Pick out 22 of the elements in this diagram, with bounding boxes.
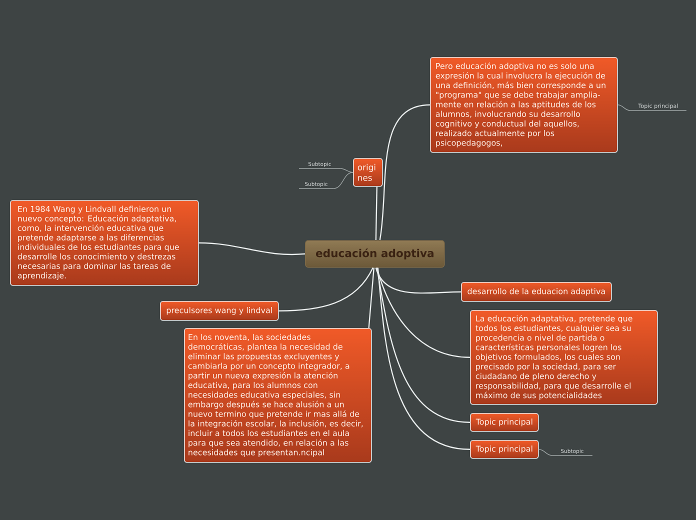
connector-line [377,268,470,450]
connector-line [198,242,306,256]
topic-box: preculsores wang y lindval [160,301,279,321]
connector-line [368,268,374,328]
topic-box: Topic principal [470,440,539,459]
topic-box: En los noventa, las sociedades democráticas, plantea la necesidad de eliminar las propuestas excluyentes y cambiarla por un concepto integrador, a partir un nueva expresión la atención educativa, para los alumnos con necesidades educativa especiales, sin embargo después se hace alusión a un nuevo termino que pretende ir mas allá de la integración escolar, la inclusión, es decir, incluir a todos los estudiantes en el aula para que sea atendido, en relación a las necesidades que presentan.ncipal [184,328,372,463]
connector-line [340,168,354,173]
central-topic-box: educación adoptiva [305,240,445,268]
connector-line [375,186,378,240]
connector-line [379,104,430,240]
topic-box: Topic principal [470,413,539,432]
connector-line [538,449,552,456]
connector-line [278,268,374,312]
topic-box: origi nes [353,158,383,187]
topic-box: Pero educación adoptiva no es solo una expresión la cual involucra la ejecución de una definición, más bien corresponde a un "programa" que se debe trabajar amplia- mente en relación a las aptitudes de los alumnos, involucrando su desarrollo cognitivo y conductual del aquellos, realizado actualmente por los psicopedagogos, [430,57,618,153]
connector-line [375,268,462,294]
topic-box: La educación adaptativa, pretende que todos los estudiantes, cualquier sea su procedencia o nivel de partida o características personales logren los objetivos formulados, los cuales son precisado por la sociedad, para ser ciudadano de pleno derecho y responsabilidad, para que desarrolle el máximo de sus potencialidades [470,310,658,405]
connector-line [376,268,470,423]
connector-line [617,104,630,111]
topic-box: desarrollo de la eduacion adaptiva [461,282,612,302]
connector-line [333,172,354,189]
topic-box: En 1984 Wang y Lindvall definieron un nuevo concepto: Educación adaptativa, como, la intervención educativa que pretende adaptarse a las diferencias individuales de los estudiantes para que desarrolle los conocimiento y destrezas necesarias para dominar las tareas de aprendizaje. [10,200,199,286]
